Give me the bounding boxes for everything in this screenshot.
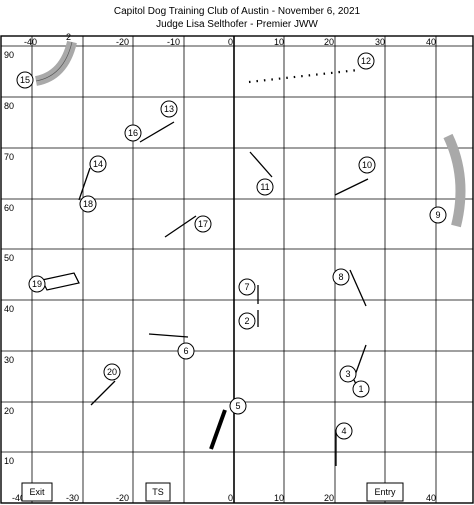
- obstacle-number: 13: [164, 104, 174, 114]
- jump-11: [249, 151, 273, 178]
- x-axis-top: -40 -20 -10 0 10 20 30 40: [24, 37, 436, 47]
- jump-5-wall: [209, 409, 227, 450]
- obstacle-number: 16: [128, 128, 138, 138]
- obstacle-numbers: 1 2 3 4 5 6 7 8 9 10 11 12 13 14 15 16 1…: [20, 56, 441, 436]
- obstacle-number: 11: [260, 182, 269, 192]
- jump-20: [90, 380, 116, 406]
- y-tick: 90: [4, 50, 14, 60]
- obstacle-number: 7: [244, 282, 249, 292]
- x-tick-top: 40: [426, 37, 436, 47]
- obstacle-number: 17: [198, 219, 208, 229]
- obstacle-number: 1: [358, 384, 363, 394]
- obstacle-number: 6: [183, 346, 188, 356]
- obstacle-number: 3: [345, 369, 350, 379]
- exit-label: Exit: [29, 487, 45, 497]
- jump-6: [148, 333, 189, 338]
- obstacle-number: 5: [235, 401, 240, 411]
- y-tick: 80: [4, 101, 14, 111]
- jump-17: [164, 215, 197, 238]
- x-tick-bottom: -30: [66, 493, 79, 503]
- obstacle-number: 4: [341, 426, 346, 436]
- jumps: [78, 121, 369, 466]
- x-tick-bottom: -40: [12, 493, 25, 503]
- x-tick-bottom: -20: [116, 493, 129, 503]
- obstacle-number: 14: [93, 159, 103, 169]
- y-tick: 10: [4, 456, 14, 466]
- tunnel-right: [443, 133, 466, 228]
- obstacle-number: 15: [20, 75, 30, 85]
- obstacle-number: 9: [435, 210, 440, 220]
- table-obstacle: [41, 272, 80, 291]
- x-tick-top: -40: [24, 37, 37, 47]
- x-tick-bottom: 10: [274, 493, 284, 503]
- tunnel-tag: 2: [66, 32, 71, 42]
- x-tick-top: -10: [167, 37, 180, 47]
- ts-box: [145, 482, 171, 502]
- obstacle-circles: [16, 52, 447, 440]
- obstacle-number: 20: [107, 367, 117, 377]
- exit-box: [21, 482, 53, 502]
- obstacle-number: 2: [244, 316, 249, 326]
- obstacle-number: 12: [361, 56, 371, 66]
- ts-label: TS: [152, 487, 164, 497]
- entry-box: [366, 482, 404, 502]
- grid-lines: [1, 36, 473, 503]
- jump-14: [78, 167, 91, 201]
- obstacle-number: 8: [338, 272, 343, 282]
- obstacle-number: 18: [83, 199, 93, 209]
- x-tick-top: 30: [375, 37, 385, 47]
- entry-label: Entry: [374, 487, 396, 497]
- y-axis-left: 90 80 70 60 50 40 30 20 10: [4, 50, 14, 466]
- y-tick: 50: [4, 253, 14, 263]
- course-subtitle: Judge Lisa Selthofer - Premier JWW: [156, 19, 318, 30]
- tunnel-top-left: [34, 40, 77, 86]
- jump-8: [349, 269, 367, 307]
- x-tick-bottom: 20: [324, 493, 334, 503]
- x-tick-bottom: 40: [426, 493, 436, 503]
- x-tick-top: 10: [274, 37, 284, 47]
- jump-16: [139, 121, 175, 143]
- y-tick: 60: [4, 203, 14, 213]
- y-tick: 70: [4, 152, 14, 162]
- x-tick-top: 20: [324, 37, 334, 47]
- field-border: [0, 35, 474, 504]
- dotted-line: [248, 68, 359, 84]
- y-tick: 30: [4, 355, 14, 365]
- x-tick-bottom: 0: [228, 493, 233, 503]
- obstacle-number: 10: [362, 160, 372, 170]
- obstacle-number: 19: [32, 279, 42, 289]
- y-tick: 40: [4, 304, 14, 314]
- course-title: Capitol Dog Training Club of Austin - No…: [113, 6, 361, 17]
- jump-10: [334, 178, 369, 196]
- x-tick-top: -20: [116, 37, 129, 47]
- y-tick: 20: [4, 406, 14, 416]
- x-tick-top: 0: [228, 37, 233, 47]
- x-axis-bottom: -40 -30 -20 0 10 20 40: [12, 493, 436, 503]
